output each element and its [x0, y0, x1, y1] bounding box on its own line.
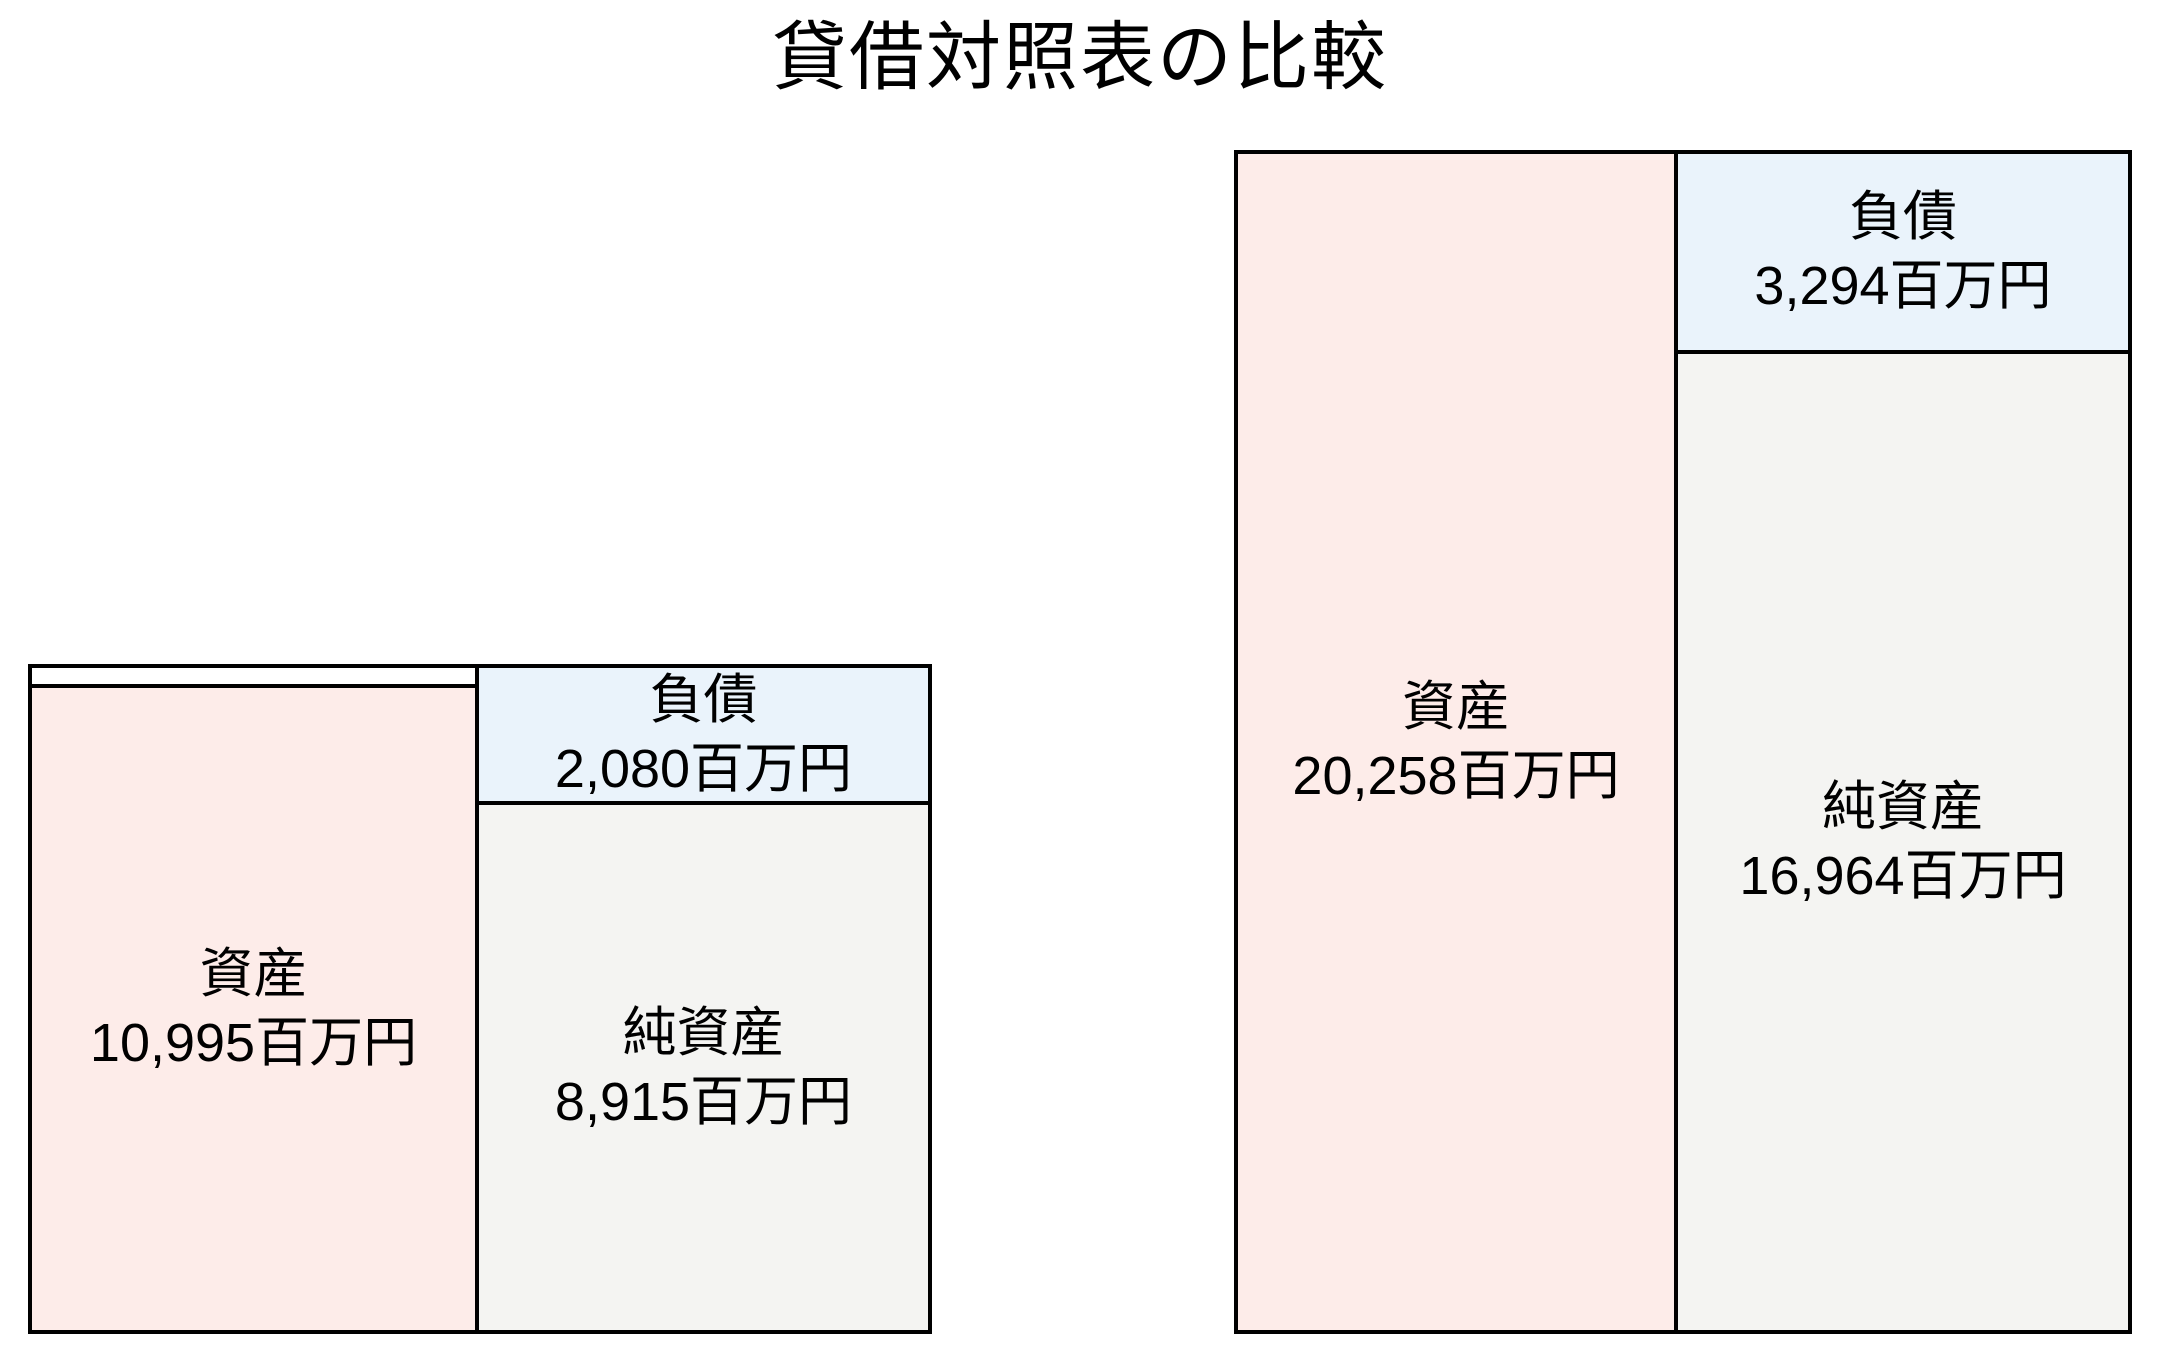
assets-top-gap — [32, 668, 475, 688]
assets-label: 資産 — [199, 944, 308, 1005]
liabilities-amount: 2,080百万円 — [554, 738, 853, 799]
chart-title: 貸借対照表の比較 — [771, 15, 1388, 99]
net-assets-label: 純資産 — [622, 1002, 785, 1063]
balance-sheet-chart-large: 資産 20,258百万円 負債 3,294百万円 純資産 16,964百万円 — [1234, 150, 2132, 1334]
net-assets-amount: 8,915百万円 — [554, 1071, 853, 1132]
liabilities-equity-column: 負債 3,294百万円 純資産 16,964百万円 — [1678, 154, 2128, 1330]
liabilities-box: 負債 3,294百万円 — [1678, 154, 2128, 354]
balance-sheet-chart-small: 資産 10,995百万円 負債 2,080百万円 純資産 8,915百万円 — [28, 664, 932, 1334]
assets-amount: 20,258百万円 — [1292, 746, 1620, 806]
net-assets-amount: 16,964百万円 — [1739, 846, 2067, 906]
net-assets-label: 純資産 — [1822, 777, 1984, 838]
net-assets-box: 純資産 8,915百万円 — [479, 805, 928, 1330]
assets-label: 資産 — [1402, 677, 1510, 738]
liabilities-amount: 3,294百万円 — [1754, 256, 2052, 316]
liabilities-label: 負債 — [1849, 187, 1957, 248]
net-assets-box: 純資産 16,964百万円 — [1678, 354, 2128, 1330]
liabilities-equity-column: 負債 2,080百万円 純資産 8,915百万円 — [479, 668, 928, 1330]
assets-box: 資産 20,258百万円 — [1238, 154, 1674, 1330]
assets-amount: 10,995百万円 — [89, 1013, 418, 1073]
assets-column: 資産 20,258百万円 — [1238, 154, 1678, 1330]
assets-box: 資産 10,995百万円 — [32, 688, 475, 1330]
assets-column: 資産 10,995百万円 — [32, 668, 479, 1330]
liabilities-label: 負債 — [649, 669, 758, 730]
liabilities-box: 負債 2,080百万円 — [479, 668, 928, 805]
